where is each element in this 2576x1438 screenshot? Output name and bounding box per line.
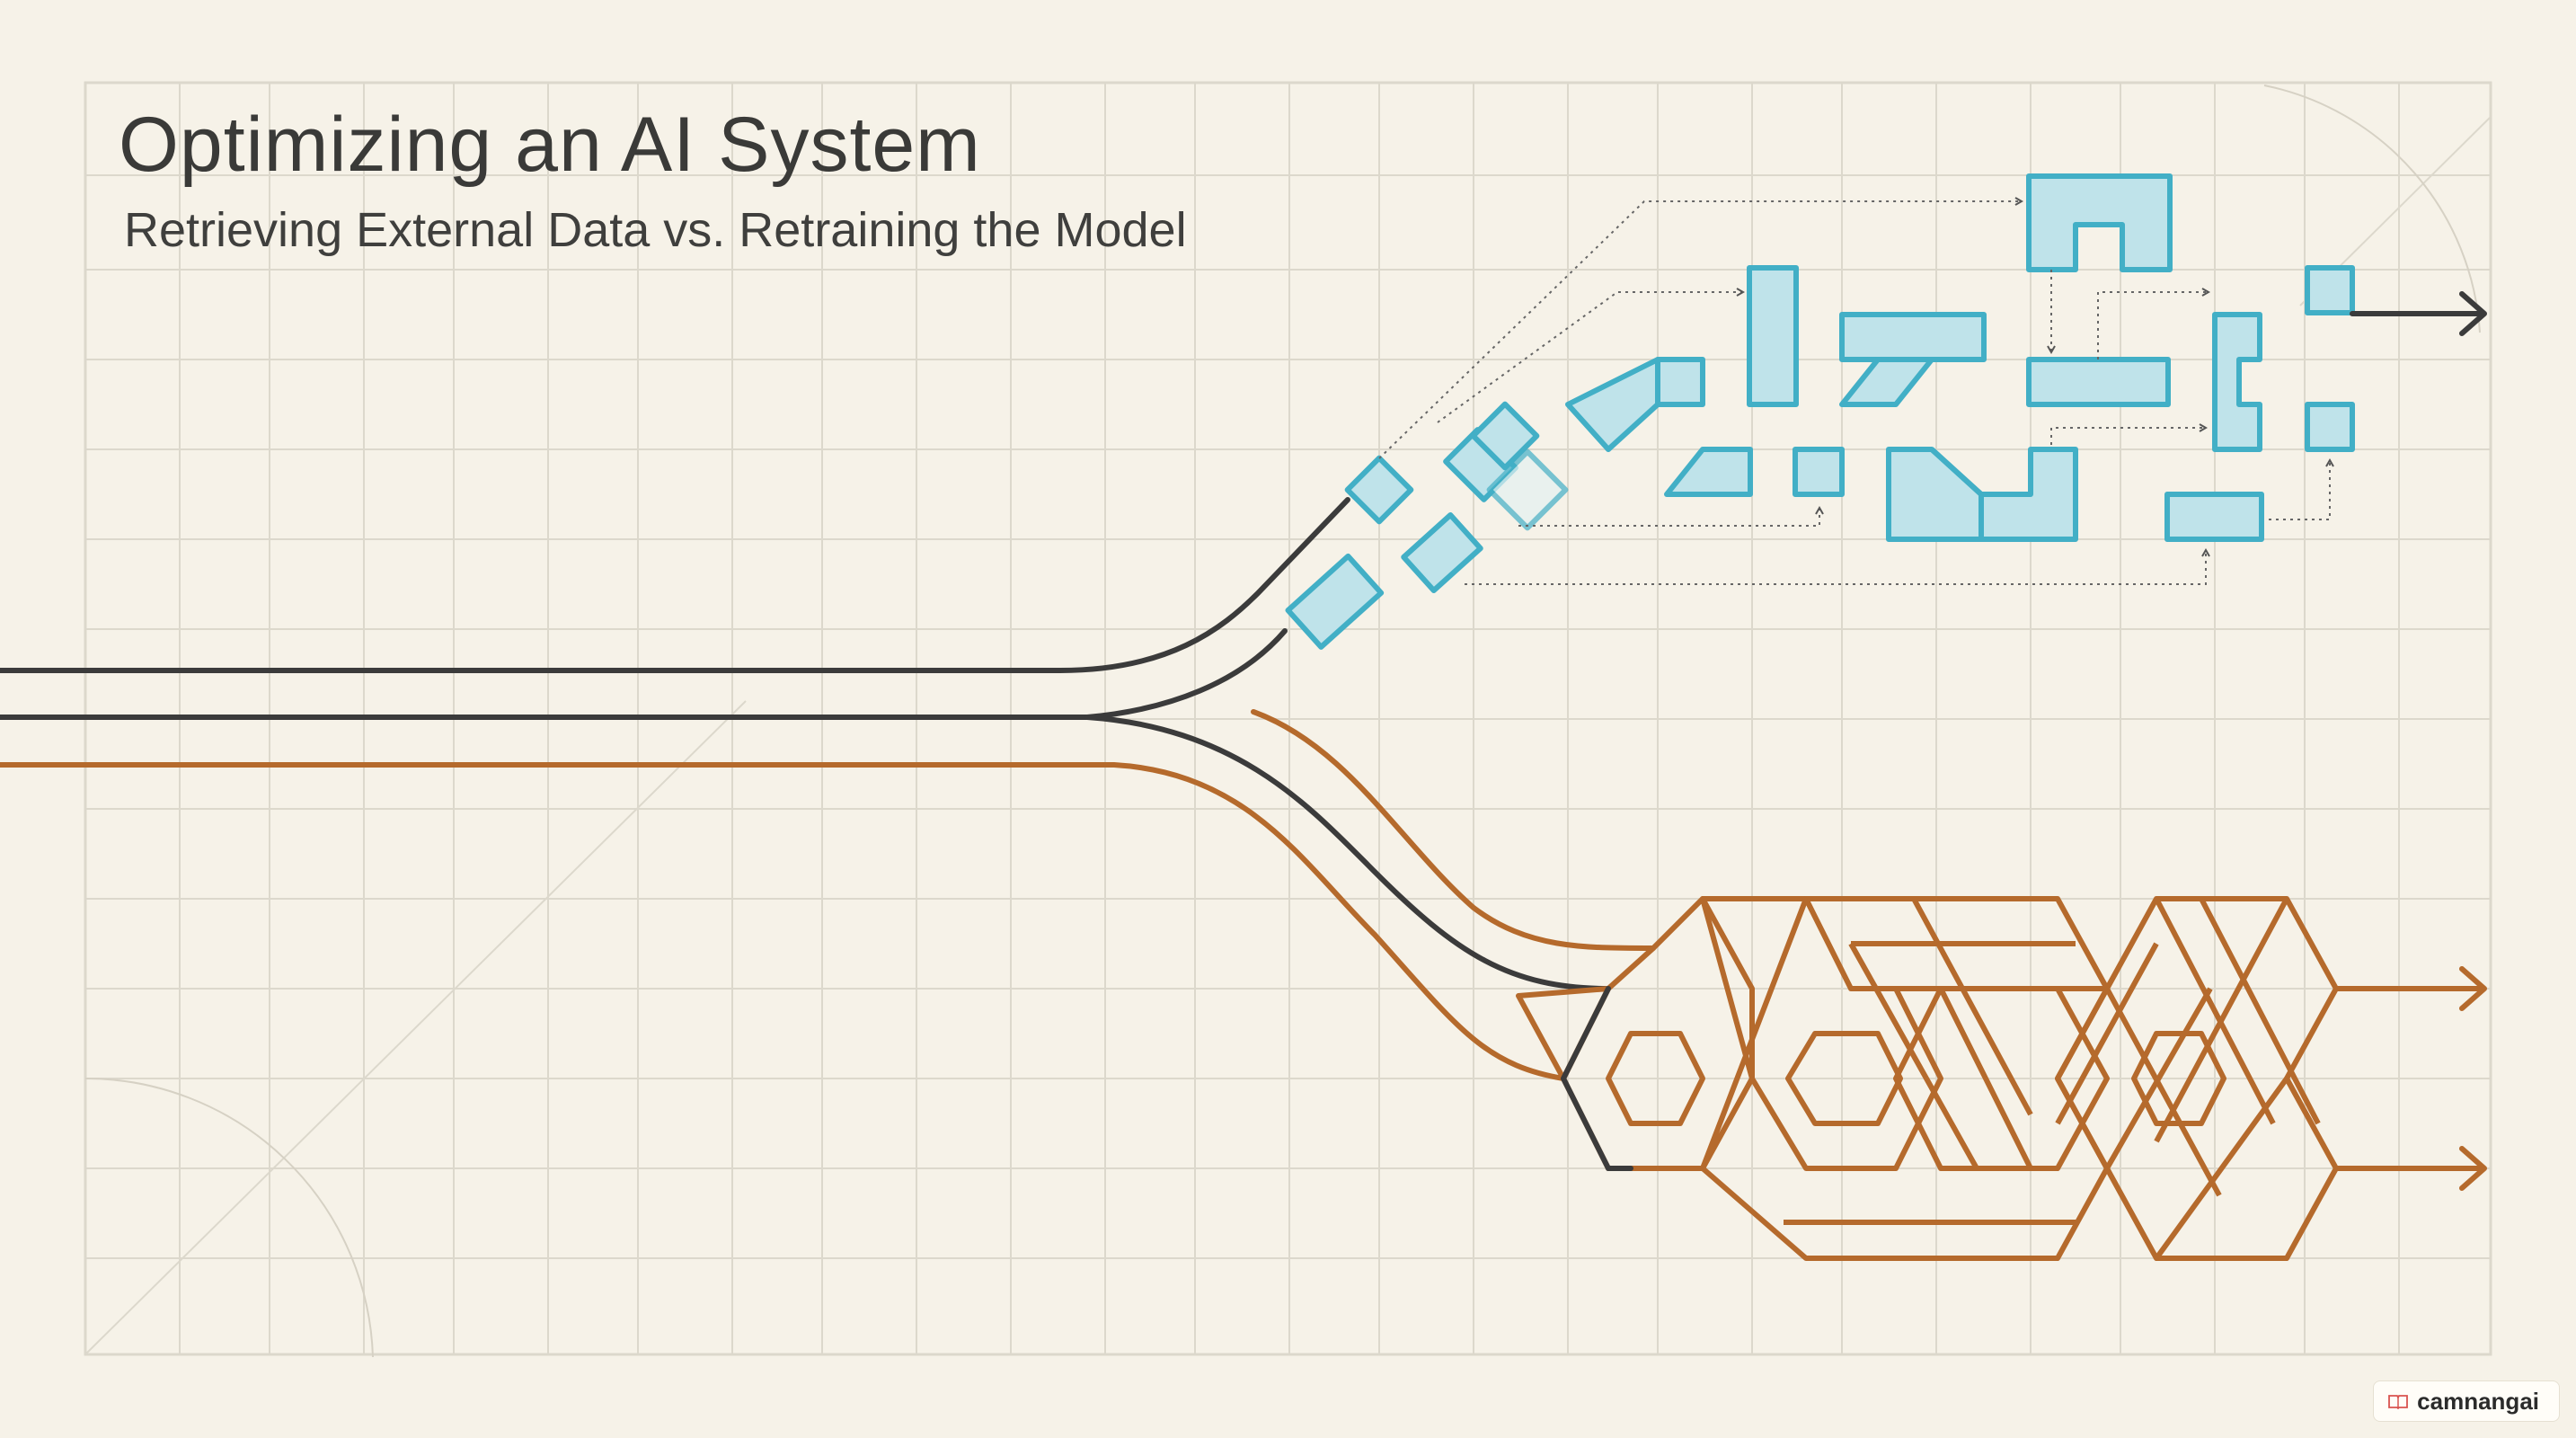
retrieval-block (1470, 401, 1540, 471)
retrieval-block (1664, 447, 1753, 497)
page-title: Optimizing an AI System (119, 102, 981, 188)
retrieval-block (2305, 265, 2355, 315)
retrieval-block (1401, 512, 1483, 593)
retrieval-block (1285, 553, 1385, 650)
retrieval-block (1747, 265, 1799, 407)
input-line-bottom (0, 762, 1566, 1081)
construction-arcs (84, 84, 2481, 1358)
output-arrows (1561, 291, 2487, 1191)
retrieval-block (1655, 357, 1705, 407)
retraining-branch-line (1251, 709, 1656, 951)
retrieval-block (2026, 173, 2173, 272)
retrieval-block (2026, 357, 2171, 407)
background-grid (84, 81, 2492, 1356)
retrieval-connectors (1378, 201, 2330, 585)
grid-line (84, 700, 747, 1355)
page-subtitle: Retrieving External Data vs. Retraining … (124, 203, 1187, 257)
retrieval-block (1344, 455, 1414, 525)
retrieval-block (1565, 357, 1660, 452)
hexagon (1606, 1031, 1705, 1126)
watermark-badge: camnangai (2373, 1380, 2560, 1422)
watermark-text: camnangai (2417, 1387, 2539, 1415)
retrieval-block (2164, 492, 2264, 542)
arrow-right-icon (2333, 1146, 2487, 1191)
retrieval-block (1839, 312, 1987, 362)
input-line-top (0, 497, 1350, 673)
hexagon (1700, 896, 1943, 1171)
retrieval-block (1793, 447, 1845, 497)
arrow-right-icon (2350, 291, 2487, 336)
book-icon (2388, 1395, 2409, 1409)
hexagon (2131, 1031, 2226, 1126)
retrieval-branch (1285, 173, 2355, 650)
retrieval-block (2305, 402, 2355, 452)
hexagon (2055, 896, 2339, 1261)
arrow-right-icon (2333, 966, 2487, 1011)
retrieval-block (2212, 312, 2262, 452)
input-line-middle-upper (0, 628, 1288, 720)
hexagon (1893, 986, 2110, 1171)
retrieval-block-faded (1486, 448, 1569, 531)
input-line-middle-lower (1084, 715, 1611, 991)
hexagon (1785, 1031, 1903, 1126)
retrieval-block (1839, 357, 1934, 407)
input-lines (0, 497, 1656, 1081)
